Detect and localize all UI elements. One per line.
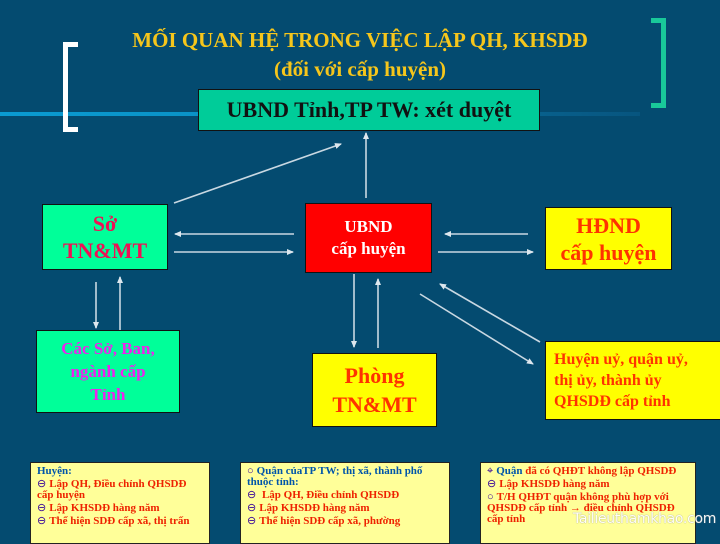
note-item-text: T/H QHĐT quận không phù hợp với QHSDĐ cấ… [487,491,675,525]
node-ubnd-huyen: UBND cấp huyện [305,203,432,273]
node-huyen-uy-line1: Huyện uỷ, quận uỷ, [554,351,688,368]
node-hdnd-huyen: HĐND cấp huyện [545,207,672,270]
minus-circle-icon: ⊖ [247,515,257,527]
circle-icon: ○ [487,491,494,503]
arrow-huyenuy-to-ubnd [439,283,541,343]
node-ubnd-tinh-label: UBND Tỉnh,TP TW: xét duyệt [226,97,512,122]
node-phong-tnmt: Phòng TN&MT [312,353,437,427]
node-ubnd-tinh: UBND Tỉnh,TP TW: xét duyệt [198,89,540,131]
right-bracket-decoration [651,18,666,108]
watermark: Tailieuthamkhao.com [573,511,717,527]
note-quan-qhdt: ⌖Quận đã có QHĐT không lập QHSDĐ ⊖Lập KH… [480,462,696,544]
note-header-text: Quận củaTP TW; thị xã, thành phố thuộc t… [247,465,423,488]
minus-circle-icon: ⊖ [37,515,47,527]
node-phong-tnmt-line2: TN&MT [332,392,417,417]
slide-subtitle: (đối với cấp huyện) [273,57,447,81]
note-item-text: Lập QH, Điều chỉnh QHSDĐ [259,489,400,501]
note-item: ⊖Lập KHSDĐ hàng năm [247,503,443,514]
note-item-text: Thể hiện SDĐ cấp xã, phường [259,515,401,527]
crosshair-icon: ⌖ [487,465,494,477]
node-cac-so-line2: ngành cấp [70,362,146,381]
note-quan-qhdt-header: ⌖Quận đã có QHĐT không lập QHSDĐ [487,466,689,477]
circle-icon: ○ [247,465,254,477]
note-item: ⊖Lập QH, Điều chỉnh QHSDĐ cấp huyện [37,479,203,501]
note-huyen: Huyện: ⊖Lập QH, Điều chỉnh QHSDĐ cấp huy… [30,462,210,544]
node-hdnd-huyen-line1: HĐND [576,212,641,238]
note-item: ⊖Thể hiện SDĐ cấp xã, phường [247,516,443,527]
note-item: ⊖Lập KHSDĐ hàng năm [487,479,689,490]
note-quan-header: ○Quận củaTP TW; thị xã, thành phố thuộc … [247,466,443,488]
node-cac-so-ban-nganh: Các Sở, Ban, ngành cấp Tỉnh [36,330,180,413]
note-item-text: Lập KHSDĐ hàng năm [499,478,610,490]
node-phong-tnmt-line1: Phòng [344,363,405,388]
node-ubnd-huyen-line2: cấp huyện [331,239,406,258]
minus-circle-icon: ⊖ [37,502,47,514]
slide-title: MỐI QUAN HỆ TRONG VIỆC LẬP QH, KHSDĐ [132,28,588,52]
node-so-tnmt: Sở TN&MT [42,204,168,270]
node-huyen-uy-line2: thị ủy, thành ủy [554,372,662,389]
node-ubnd-huyen-line1: UBND [344,217,393,236]
left-bracket-decoration [63,42,78,132]
note-header-text: Quận [496,465,523,477]
node-cac-so-line3: Tỉnh [90,385,126,404]
note-item: ⊖Thể hiện SDĐ cấp xã, thị trấn [37,516,203,527]
note-item: ⊖Lập KHSDĐ hàng năm [37,503,203,514]
note-item-text: Lập KHSDĐ hàng năm [49,502,160,514]
arrow-ubnd-to-huyenuy [419,293,534,365]
note-quan-thi-xa: ○Quận củaTP TW; thị xã, thành phố thuộc … [240,462,450,544]
node-so-tnmt-line1: Sở [92,211,118,236]
minus-circle-icon: ⊖ [37,478,47,490]
note-item: ○T/H QHĐT quận không phù hợp với QHSDĐ c… [487,492,689,525]
note-huyen-header: Huyện: [37,465,72,477]
note-item-text: Lập QH, Điều chỉnh QHSDĐ cấp huyện [37,478,187,501]
note-item: ⊖ Lập QH, Điều chỉnh QHSDĐ [247,490,443,501]
node-hdnd-huyen-line2: cấp huyện [560,239,657,265]
node-cac-so-line1: Các Sở, Ban, [61,339,155,358]
minus-circle-icon: ⊖ [247,502,257,514]
node-so-tnmt-line2: TN&MT [62,238,148,263]
note-header-rest: đã có QHĐT không lập QHSDĐ [525,465,677,477]
minus-circle-icon: ⊖ [487,478,497,490]
note-item-text: Thể hiện SDĐ cấp xã, thị trấn [49,515,190,527]
minus-circle-icon: ⊖ [247,489,257,501]
arrow-so-to-top [173,143,342,204]
node-huyen-uy: Huyện uỷ, quận uỷ, thị ủy, thành ủy QHSD… [545,341,720,420]
node-huyen-uy-line3: QHSDĐ cấp tỉnh [554,393,671,410]
note-item-text: Lập KHSDĐ hàng năm [259,502,370,514]
